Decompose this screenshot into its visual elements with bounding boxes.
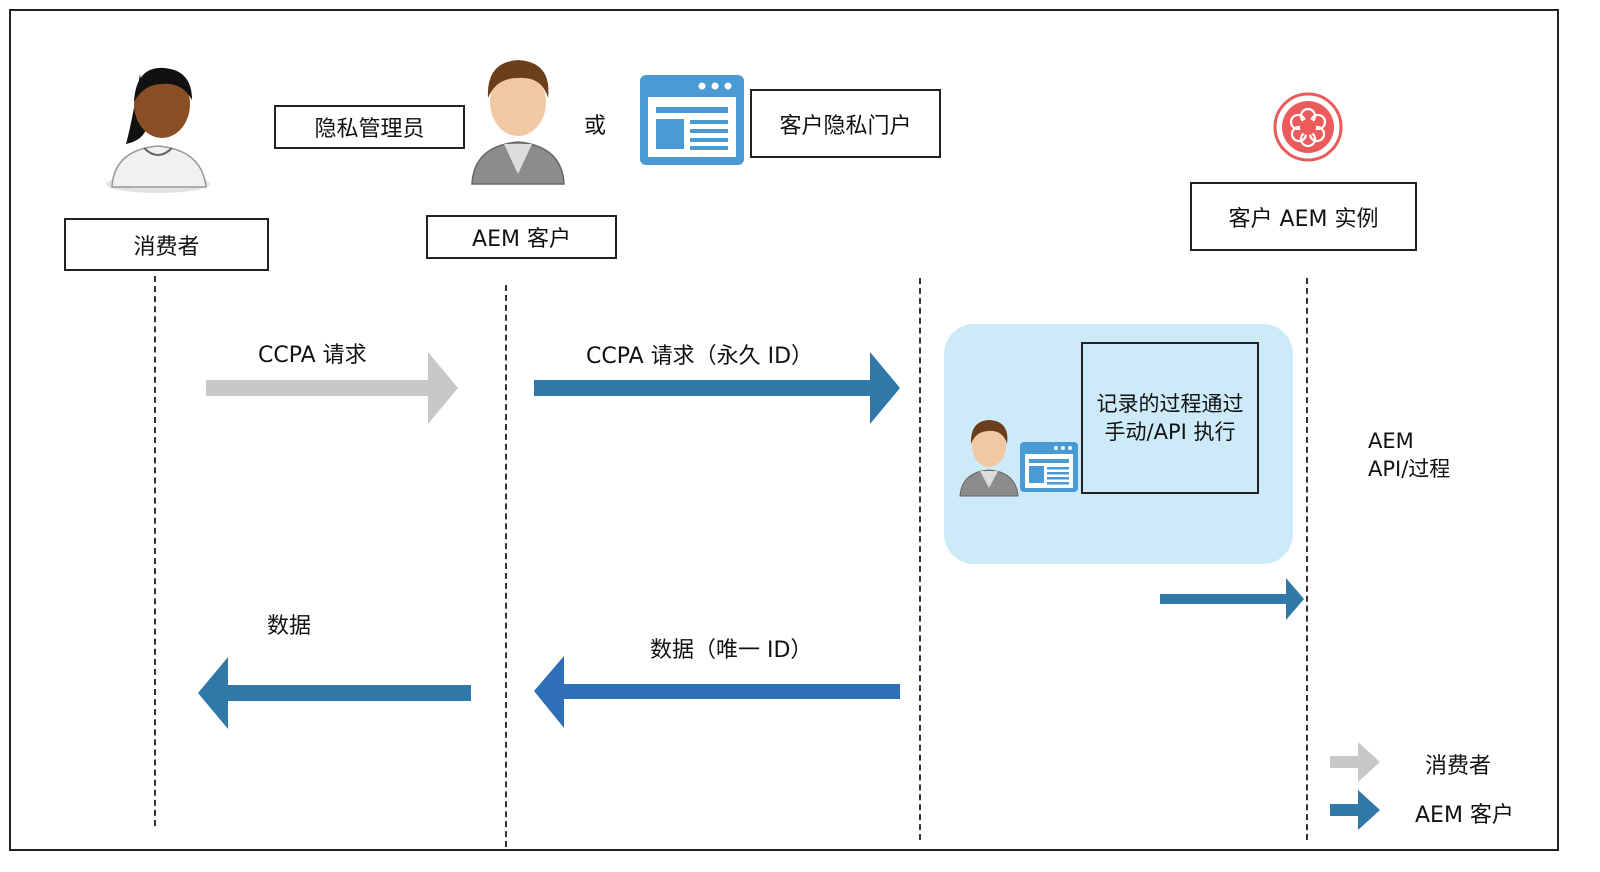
legend-consumer-arrow <box>1330 742 1380 782</box>
ccpa-request-id-label: CCPA 请求（永久 ID） <box>586 344 814 369</box>
aem-instance-label: 客户 AEM 实例 <box>1228 206 1379 232</box>
aem-api-line2: API/过程 <box>1368 457 1451 481</box>
ccpa-request-arrow <box>206 352 458 424</box>
browser-window-icon <box>640 75 744 165</box>
consumer-label: 消费者 <box>133 234 200 260</box>
data-unique-id-arrow <box>534 656 900 728</box>
aem-instance-lifeline <box>1306 278 1308 840</box>
aem-customer-lifeline <box>505 285 507 847</box>
male-user-icon <box>471 60 565 185</box>
data-label: 数据 <box>267 614 312 639</box>
data-unique-id-label: 数据（唯一 ID） <box>650 638 813 663</box>
consumer-box: 消费者 <box>64 218 269 271</box>
ccpa-request-label: CCPA 请求 <box>258 343 367 368</box>
adobe-experience-cloud-icon <box>1273 92 1343 162</box>
portal-lifeline <box>919 278 921 840</box>
consumer-lifeline <box>154 276 156 826</box>
aem-api-line1: AEM <box>1368 429 1414 453</box>
legend-customer-label: AEM 客户 <box>1415 803 1514 828</box>
legend-arrows <box>1330 742 1380 830</box>
diagram-frame <box>9 9 1559 851</box>
aem-api-label: AEM API/过程 <box>1368 427 1450 483</box>
or-label: 或 <box>584 114 607 139</box>
recorded-process-box: 记录的过程通过手动/API 执行 <box>1081 342 1259 494</box>
privacy-portal-label: 客户隐私门户 <box>779 113 912 139</box>
ccpa-request-id-arrow <box>534 352 900 424</box>
data-arrow <box>198 657 471 729</box>
browser-window-icon <box>1020 442 1078 492</box>
recorded-process-label: 记录的过程通过手动/API 执行 <box>1096 392 1244 444</box>
male-user-icon <box>959 420 1019 497</box>
aem-customer-label: AEM 客户 <box>472 227 571 252</box>
legend-consumer-label: 消费者 <box>1425 754 1492 779</box>
female-user-icon <box>106 67 210 193</box>
privacy-admin-box: 隐私管理员 <box>274 105 465 149</box>
privacy-admin-label: 隐私管理员 <box>314 117 425 142</box>
aem-customer-box: AEM 客户 <box>426 215 617 259</box>
legend-customer-arrow <box>1330 790 1380 830</box>
aem-instance-box: 客户 AEM 实例 <box>1190 182 1417 251</box>
privacy-portal-box: 客户隐私门户 <box>750 89 941 158</box>
process-arrow <box>1160 578 1304 620</box>
